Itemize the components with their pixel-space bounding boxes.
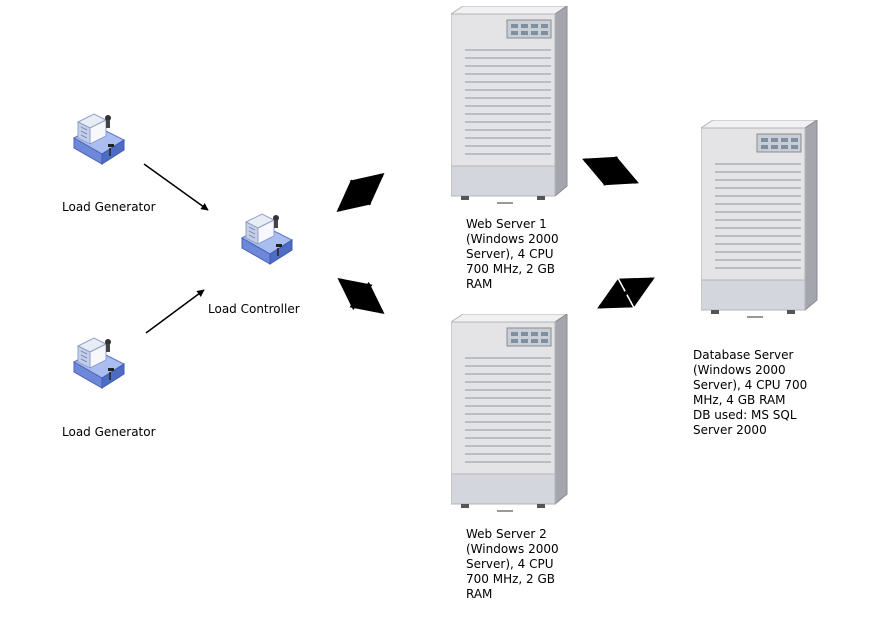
tower-server-icon — [451, 6, 568, 205]
web-server-2-label: Web Server 2 (Windows 2000 Server), 4 CP… — [466, 527, 559, 601]
tower-server-icon — [451, 314, 568, 513]
arrow-webserver1-database — [582, 155, 639, 187]
tower-server-icon — [701, 120, 818, 319]
load-generator-top-label: Load Generator — [62, 200, 156, 214]
load-controller-label: Load Controller — [208, 302, 300, 316]
arrow-generator-bottom-to-controller — [145, 289, 205, 334]
arrow-webserver2-database — [597, 277, 655, 309]
workstation-icon — [73, 113, 125, 165]
workstation-icon — [73, 337, 125, 389]
workstation-icon — [241, 213, 293, 265]
arrow-controller-webserver2 — [337, 278, 385, 314]
arrow-controller-webserver1 — [336, 172, 385, 213]
arrow-generator-top-to-controller — [143, 163, 209, 211]
database-server-label: Database Server (Windows 2000 Server), 4… — [693, 348, 808, 437]
load-generator-bottom-label: Load Generator — [62, 425, 156, 439]
web-server-1-label: Web Server 1 (Windows 2000 Server), 4 CP… — [466, 217, 559, 291]
